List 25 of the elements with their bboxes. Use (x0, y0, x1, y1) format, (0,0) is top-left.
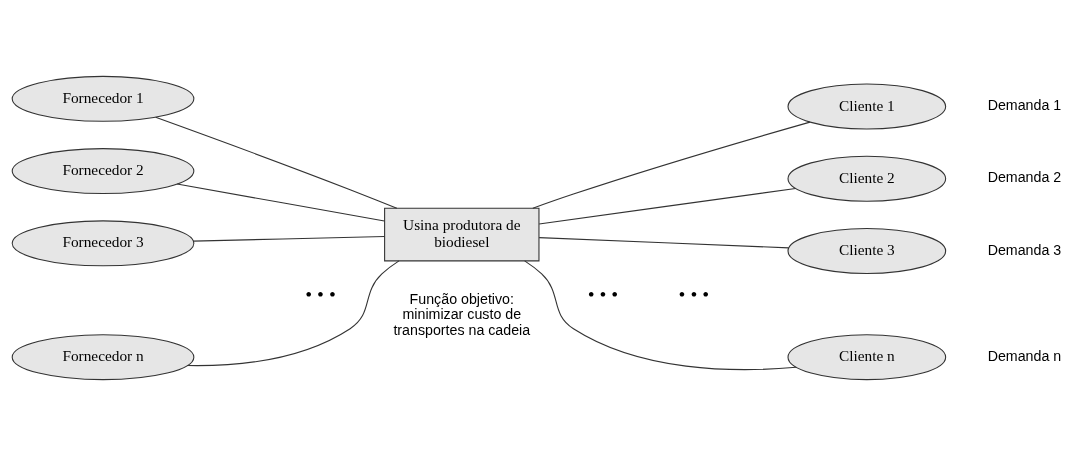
node-box: Usina produtora de biodiesel (384, 207, 540, 261)
node-ellipse: Cliente n (787, 333, 947, 380)
node-ellipse: Fornecedor 2 (11, 147, 195, 194)
connector (532, 121, 811, 209)
connector (524, 259, 797, 370)
node-ellipse: Cliente 3 (787, 227, 947, 274)
connector (186, 259, 400, 366)
connector (538, 187, 797, 225)
label: • • • (587, 282, 619, 305)
node-ellipse: Cliente 2 (787, 155, 947, 202)
node-label: Demanda 2 (987, 168, 1062, 185)
label: • • • (678, 282, 710, 305)
node-label: Demanda 3 (987, 241, 1062, 258)
node-ellipse: Fornecedor 3 (11, 219, 195, 266)
connector (155, 116, 398, 209)
node-label: Demanda n (987, 347, 1062, 364)
node-ellipse: Cliente 1 (787, 83, 947, 129)
node-ellipse: Fornecedor n (11, 333, 195, 380)
node-label: Demanda 1 (987, 96, 1062, 113)
connector (538, 236, 790, 248)
label: • • • (305, 282, 336, 305)
connector (176, 183, 385, 222)
node-ellipse: Fornecedor 1 (11, 75, 195, 122)
node-label: Função objetivo: minimizar custo de transportes na cadeia (393, 290, 531, 338)
connector (192, 235, 386, 242)
